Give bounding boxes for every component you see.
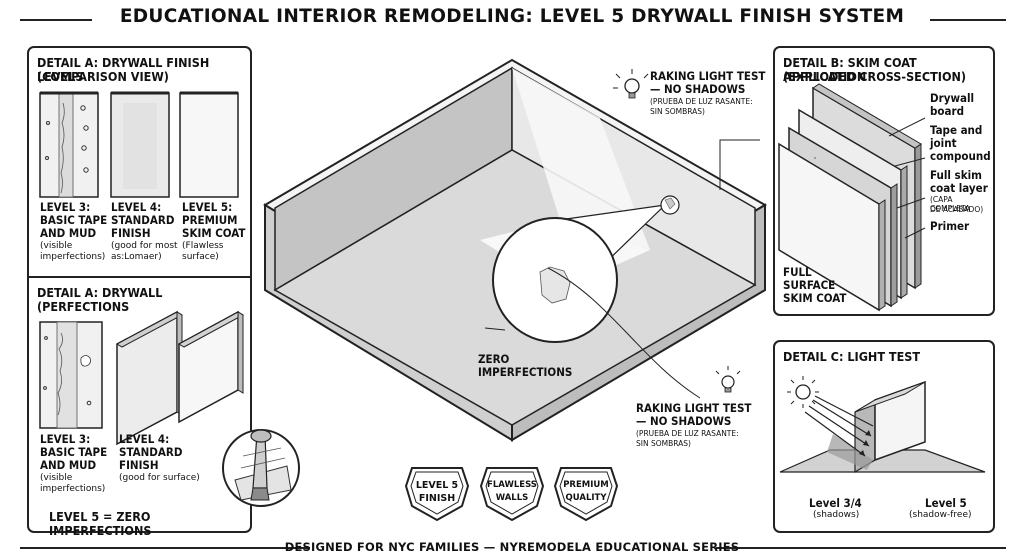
- a2-level3-name-2: BASIC TAPE: [40, 445, 108, 459]
- badge1-line2: FINISH: [418, 493, 456, 504]
- raking-bottom-line1: RAKING LIGHT TEST: [636, 401, 752, 415]
- title-rule-right: [930, 19, 1006, 21]
- a2-level4-note-1: (good for surface): [119, 473, 200, 483]
- footer-rule-left: [20, 547, 310, 549]
- lightbulb-bottom-icon: [715, 366, 741, 393]
- a-level4-name-2: STANDARD: [111, 213, 175, 227]
- a-level4-name-3: FINISH: [111, 226, 151, 240]
- zero-line1: ZERO: [478, 352, 510, 366]
- a-level3-note-2: imperfections): [40, 252, 106, 262]
- b-drywall-1: Drywall: [930, 91, 975, 105]
- a-level3-name-1: LEVEL 3:: [40, 200, 91, 214]
- a2-level4-name-1: LEVEL 4:: [119, 432, 170, 446]
- level5-sample-swatch: [179, 91, 239, 198]
- footer-bar: DESIGNED FOR NYC FAMILIES — NYREMODELA E…: [0, 538, 1024, 556]
- badge-level5-finish: [404, 467, 470, 522]
- raking-bottom-es1: (PRUEBA DE LUZ RASANTE:: [636, 429, 739, 438]
- a2-level4-name-2: STANDARD: [119, 445, 183, 459]
- a-level5-note-2: surface): [182, 252, 219, 262]
- a2-level3-name-3: AND MUD: [40, 458, 97, 472]
- b-skim-es-2: DE ACABADO): [930, 205, 984, 214]
- c-right-label: Level 5: [925, 496, 967, 510]
- detail-a-title-line1: DETAIL A: DRYWALL FINISH LEVELS: [37, 55, 210, 84]
- b-full-3: SKIM COAT: [783, 291, 847, 305]
- skim-coat-exploded-diagram: [778, 83, 926, 312]
- a-level3-name-3: AND MUD: [40, 226, 97, 240]
- badge1-line1: LEVEL 5: [415, 480, 459, 491]
- page-title: EDUCATIONAL INTERIOR REMODELING: LEVEL 5…: [119, 6, 905, 27]
- footer-text: DESIGNED FOR NYC FAMILIES — NYREMODELA E…: [284, 540, 740, 554]
- raking-top-es2: SIN SOMBRAS): [650, 107, 705, 116]
- a-level4-note-1: (good for most: [111, 241, 178, 251]
- detail-b-title-line2: (EXPLODED CROSS-SECTION): [783, 69, 967, 84]
- light-test-diagram: [779, 376, 986, 474]
- a-level5-note-1: (Flawless: [182, 241, 224, 251]
- b-skim-2: coat layer: [930, 181, 988, 195]
- detail-b-panel: DETAIL B: SKIM COAT APPLICATION (EXPLODE…: [773, 46, 995, 316]
- b-tape-1: Tape and: [930, 123, 983, 137]
- leader-zero: [484, 327, 506, 331]
- detail-b-title-line1: DETAIL B: SKIM COAT APPLICATION: [783, 55, 917, 84]
- detail-a-panel: DETAIL A: DRYWALL FINISH LEVELS (COMPARI…: [27, 46, 300, 538]
- leader-bottom: [547, 267, 701, 399]
- level4-board-illustration: [115, 310, 245, 446]
- a-level5-name-1: LEVEL 5:: [182, 200, 233, 214]
- detail-a-illustrations: [39, 91, 300, 507]
- detail-a2-title: DETAIL A: DRYWALL (PERFECTIONS: [37, 285, 163, 314]
- a2-level4-name-3: FINISH: [119, 458, 159, 472]
- lightbulb-top-icon: [613, 69, 649, 99]
- c-right-note: (shadow-free): [909, 510, 972, 520]
- level4-sample-swatch: [110, 91, 170, 198]
- raking-top-line1: RAKING LIGHT TEST: [650, 69, 766, 83]
- title-bar: EDUCATIONAL INTERIOR REMODELING: LEVEL 5…: [0, 6, 1024, 32]
- a-level4-name-1: LEVEL 4:: [111, 200, 162, 214]
- badge3-line2: QUALITY: [565, 493, 607, 503]
- footer-rule-right: [716, 547, 1006, 549]
- detail-a-divider: [29, 276, 250, 278]
- detail-c-title: DETAIL C: LIGHT TEST: [783, 349, 921, 364]
- badge3-line1: PREMIUM: [563, 480, 609, 490]
- b-skim-1: Full skim: [930, 168, 982, 182]
- title-rule-left: [20, 19, 92, 21]
- badge2-line2: WALLS: [495, 493, 529, 503]
- a-level5-name-3: SKIM COAT: [182, 226, 246, 240]
- a2-level3-note-1: (visible: [40, 473, 73, 483]
- b-tape-3: compound: [930, 149, 991, 163]
- b-tape-2: joint: [930, 136, 957, 150]
- b-full-2: SURFACE: [783, 278, 836, 292]
- detail-a-title-line2: (COMPARISON VIEW): [37, 69, 169, 84]
- b-primer: Primer: [930, 219, 970, 233]
- badge-flawless-walls: [479, 467, 545, 522]
- a-level5-name-2: PREMIUM: [182, 213, 238, 227]
- level3-board-illustration: [39, 321, 103, 429]
- a-level4-note-2: as:Lomaer): [111, 252, 162, 262]
- detail-c-panel: DETAIL C: LIGHT TEST Level 3/4 (shadows)…: [773, 340, 995, 533]
- b-full-1: FULL: [783, 265, 812, 279]
- raking-bottom-line2: — NO SHADOWS: [636, 414, 732, 428]
- raking-top-es1: (PRUEBA DE LUZ RASANTE:: [650, 97, 753, 106]
- zero-line2: IMPERFECTIONS: [478, 365, 573, 379]
- c-left-label: Level 3/4: [809, 496, 862, 510]
- a-level3-note-1: (visible: [40, 241, 73, 251]
- badge-premium-quality: [553, 467, 619, 522]
- detail-a2-summary: LEVEL 5 = ZERO IMPERFECTIONS: [49, 509, 152, 538]
- a2-level3-name-1: LEVEL 3:: [40, 432, 91, 446]
- b-skim-es-1: (CAPA COMPLETA: [930, 195, 971, 213]
- c-left-note: (shadows): [813, 510, 860, 520]
- badge2-line1: FLAWLESS: [487, 480, 537, 490]
- raking-top-line2: — NO SHADOWS: [650, 82, 746, 96]
- level3-sample-swatch: [39, 91, 99, 198]
- a-level3-name-2: BASIC TAPE: [40, 213, 108, 227]
- zero-imperfections-magnifier: [492, 195, 680, 343]
- a2-level3-note-2: imperfections): [40, 484, 106, 494]
- leader-detail-b: [719, 139, 760, 190]
- b-drywall-2: board: [930, 104, 965, 118]
- raking-bottom-es2: SIN SOMBRAS): [636, 439, 691, 448]
- trowel-magnifier-illustration: [222, 429, 300, 507]
